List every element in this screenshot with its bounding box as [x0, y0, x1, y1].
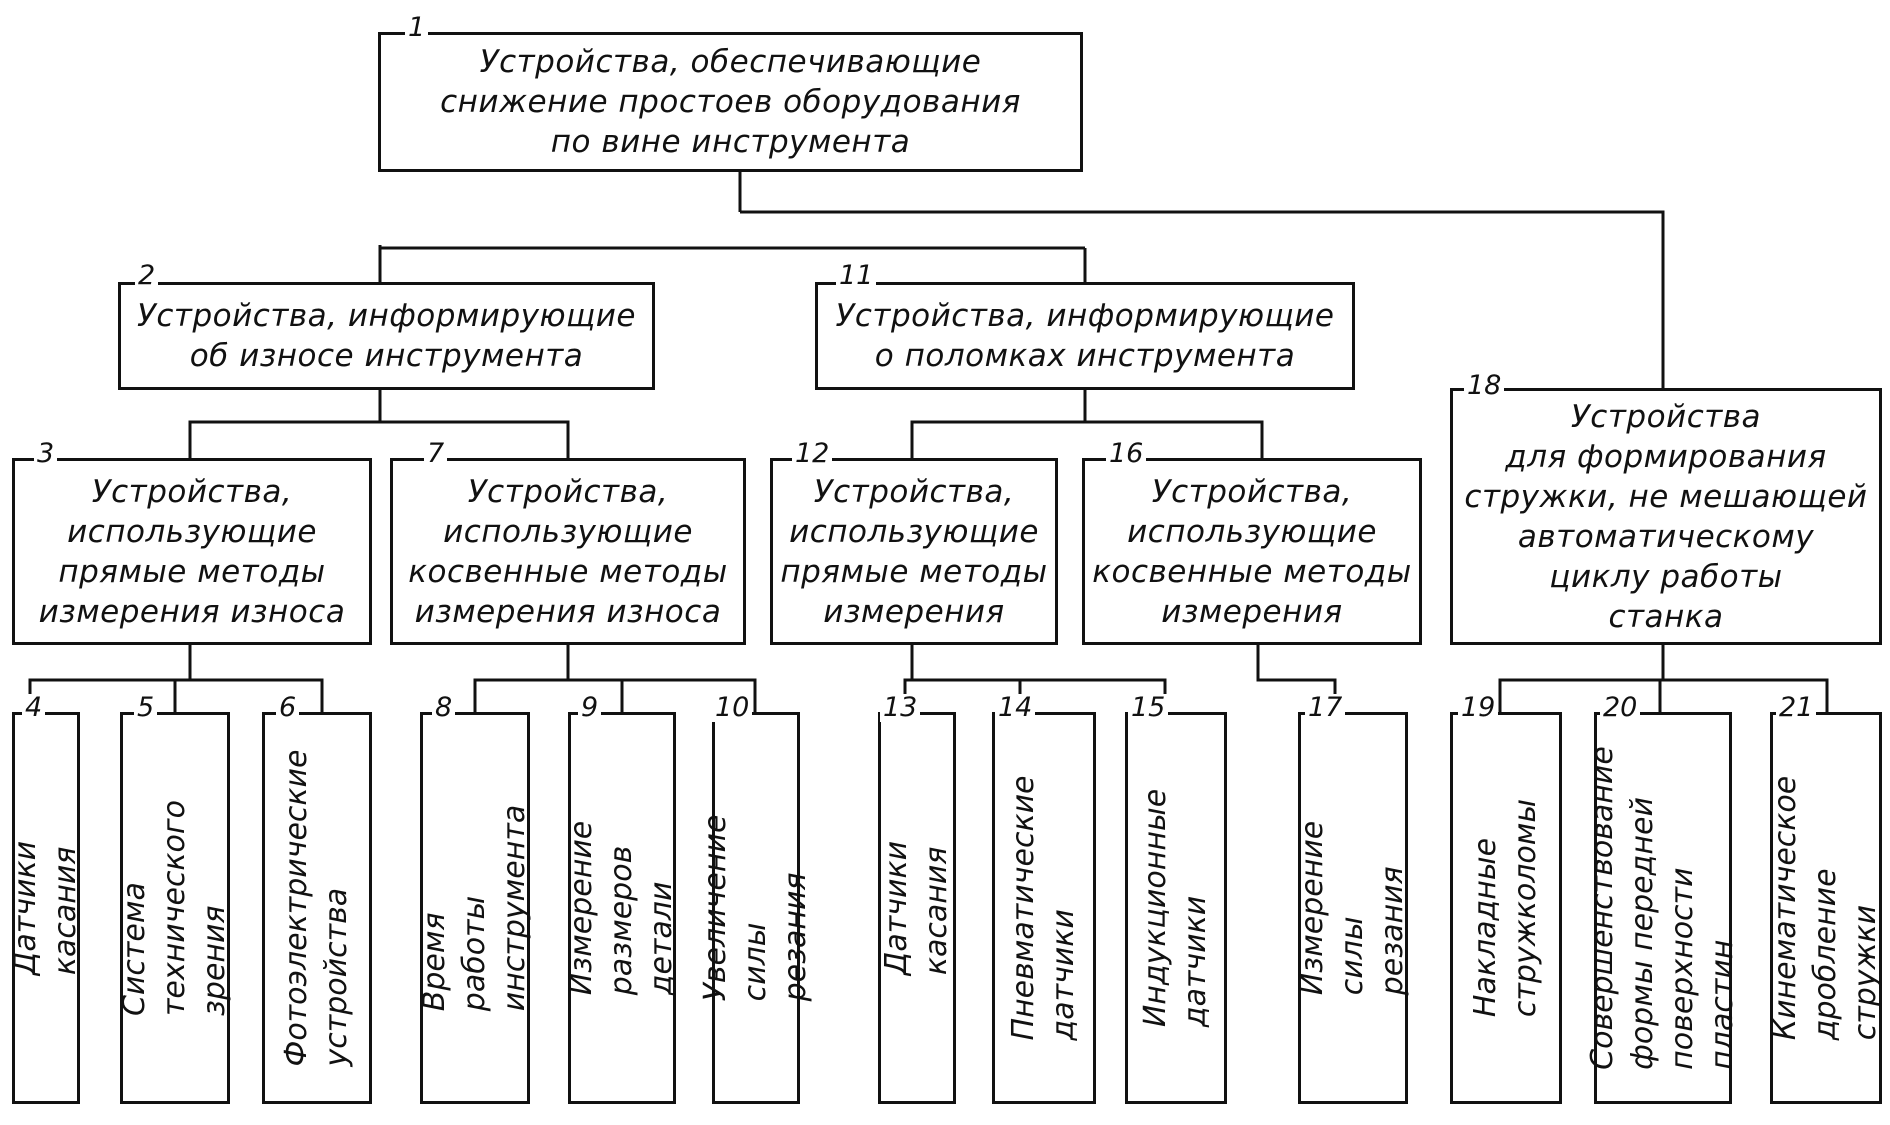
node-8-number: 8: [432, 694, 456, 722]
node-1-text: Устройства, обеспечивающие снижение прос…: [440, 44, 1021, 160]
node-16-text: Устройства, использующие косвенные метод…: [1092, 473, 1412, 630]
node-19: Накладные стружколомы: [1450, 712, 1562, 1104]
node-12-text: Устройства, использующие прямые методы и…: [780, 473, 1048, 630]
node-11: Устройства, информирующие о поломках инс…: [815, 282, 1355, 390]
node-3-text: Устройства, использующие прямые методы и…: [38, 473, 346, 630]
node-8-text: Время работы инструмента: [417, 804, 532, 1012]
node-14: Пневматические датчики: [992, 712, 1096, 1104]
node-13: Датчики касания: [878, 712, 956, 1104]
node-12-number: 12: [792, 440, 833, 468]
node-13-text: Датчики касания: [879, 840, 954, 976]
node-3-number: 3: [34, 440, 58, 468]
node-5-number: 5: [134, 694, 158, 722]
node-11-text: Устройства, информирующие о поломках инс…: [835, 298, 1335, 374]
node-16-number: 16: [1106, 440, 1147, 468]
node-9-number: 9: [578, 694, 602, 722]
node-20-text: Совершенствование формы передней поверхн…: [1585, 746, 1740, 1070]
node-20: Совершенствование формы передней поверхн…: [1585, 712, 1740, 1104]
node-19-text: Накладные стружколомы: [1468, 798, 1543, 1018]
node-18: Устройства для формирования стружки, не …: [1450, 388, 1882, 645]
node-4-number: 4: [22, 694, 46, 722]
node-6-number: 6: [276, 694, 300, 722]
node-20-number: 20: [1600, 694, 1641, 722]
node-5: Система технического зрения: [117, 712, 232, 1104]
node-21: Кинематическое дробление стружки: [1768, 712, 1883, 1104]
node-7-text: Устройства, использующие косвенные метод…: [408, 473, 728, 630]
node-12: Устройства, использующие прямые методы и…: [770, 458, 1058, 645]
node-6-text: Фотоэлектрические устройства: [279, 749, 354, 1067]
node-10-number: 10: [712, 694, 753, 722]
node-1-number: 1: [405, 14, 429, 42]
node-9-text: Измерение размеров детали: [564, 820, 679, 996]
node-7: Устройства, использующие косвенные метод…: [390, 458, 746, 645]
node-17: Измерение силы резания: [1295, 712, 1410, 1104]
node-18-text: Устройства для формирования стружки, не …: [1464, 398, 1868, 635]
node-17-text: Измерение силы резания: [1295, 820, 1410, 996]
node-21-text: Кинематическое дробление стружки: [1768, 775, 1883, 1041]
node-2: Устройства, информирующие об износе инст…: [118, 282, 655, 390]
node-10: Увеличение силы резания: [698, 712, 813, 1104]
node-5-text: Система технического зрения: [117, 799, 232, 1017]
node-4: Датчики касания: [8, 712, 83, 1104]
node-17-number: 17: [1305, 694, 1346, 722]
node-4-text: Датчики касания: [8, 840, 83, 976]
node-13-number: 13: [880, 694, 921, 722]
node-2-text: Устройства, информирующие об износе инст…: [137, 298, 636, 374]
node-2-number: 2: [135, 262, 159, 290]
node-14-text: Пневматические датчики: [1006, 775, 1081, 1041]
node-11-number: 11: [836, 262, 877, 290]
node-14-number: 14: [995, 694, 1036, 722]
node-10-text: Увеличение силы резания: [698, 814, 813, 1002]
node-19-number: 19: [1458, 694, 1499, 722]
node-8: Время работы инструмента: [417, 712, 532, 1104]
node-16: Устройства, использующие косвенные метод…: [1082, 458, 1422, 645]
node-21-number: 21: [1776, 694, 1817, 722]
node-15: Индукционные датчики: [1125, 712, 1227, 1104]
node-15-number: 15: [1128, 694, 1169, 722]
node-18-number: 18: [1464, 372, 1505, 400]
node-15-text: Индукционные датчики: [1138, 788, 1213, 1028]
node-1: Устройства, обеспечивающие снижение прос…: [378, 32, 1083, 172]
node-3: Устройства, использующие прямые методы и…: [12, 458, 372, 645]
node-6: Фотоэлектрические устройства: [262, 712, 372, 1104]
node-7-number: 7: [424, 440, 448, 468]
node-9: Измерение размеров детали: [564, 712, 679, 1104]
